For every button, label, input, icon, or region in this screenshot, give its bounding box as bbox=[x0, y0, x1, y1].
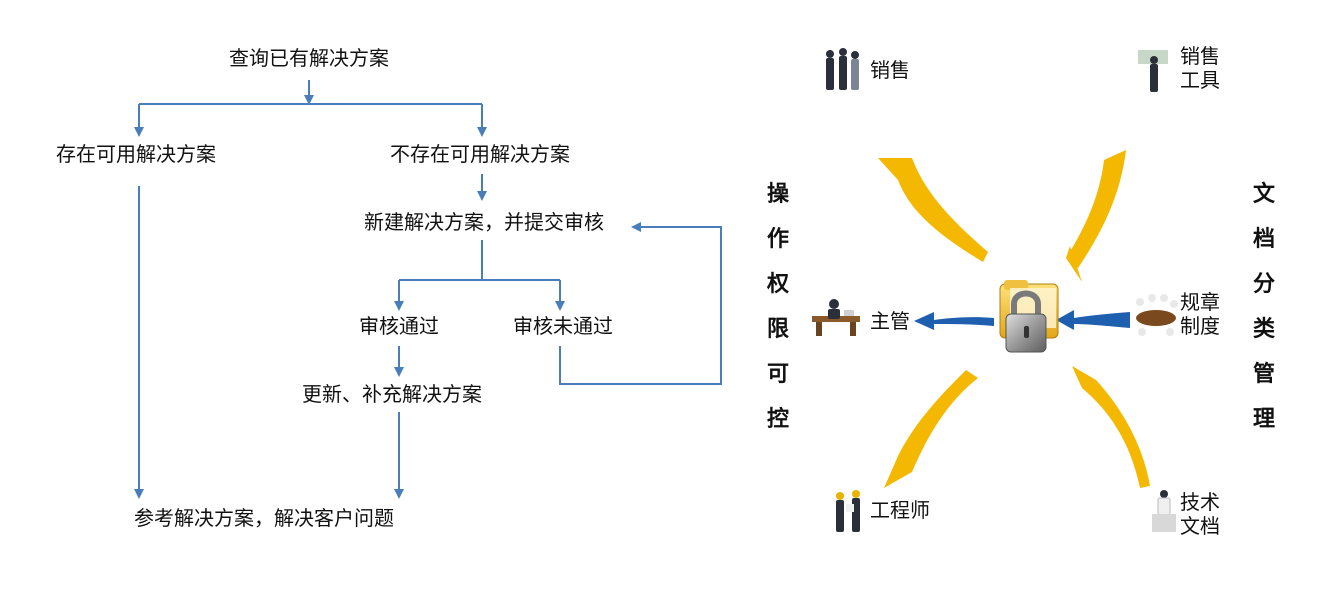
vertical-char: 作 bbox=[766, 227, 789, 252]
yellow-arrow-top-right-head bbox=[1066, 246, 1082, 282]
node-exists: 存在可用解决方案 bbox=[56, 142, 216, 166]
tech-docs-icon bbox=[1152, 490, 1176, 532]
sales-tools-icon bbox=[1138, 50, 1168, 92]
blue-arrow-from-rules bbox=[1056, 310, 1130, 330]
rules-meeting-icon bbox=[1136, 294, 1178, 336]
vertical-label-permission-control: 操 作 权 限 可 控 bbox=[763, 172, 793, 442]
node-reference: 参考解决方案，解决客户问题 bbox=[134, 506, 394, 530]
label-line: 文档 bbox=[1180, 514, 1220, 538]
node-create-submit: 新建解决方案，并提交审核 bbox=[364, 210, 604, 234]
vertical-char: 理 bbox=[1252, 407, 1275, 432]
supervisor-desk-icon bbox=[812, 299, 860, 336]
label-line: 工具 bbox=[1180, 68, 1220, 92]
yellow-arrow-bottom-left bbox=[884, 370, 978, 488]
yellow-arrow-top-left bbox=[878, 158, 988, 262]
blue-arrow-to-supervisor bbox=[914, 312, 994, 330]
vertical-char: 文 bbox=[1252, 182, 1275, 207]
vertical-char: 档 bbox=[1252, 227, 1275, 252]
vertical-char: 操 bbox=[766, 182, 789, 207]
node-update: 更新、补充解决方案 bbox=[302, 382, 482, 406]
vertical-label-doc-classification: 文 档 分 类 管 理 bbox=[1249, 172, 1279, 442]
label-rules: 规章 制度 bbox=[1180, 290, 1230, 338]
node-approved: 审核通过 bbox=[359, 314, 439, 338]
node-not-exists: 不存在可用解决方案 bbox=[390, 142, 570, 166]
sales-people-icon bbox=[826, 48, 859, 90]
vertical-char: 权 bbox=[766, 272, 789, 297]
label-sales: 销售 bbox=[870, 58, 910, 82]
yellow-arrow-top-right bbox=[1066, 150, 1126, 268]
vertical-char: 可 bbox=[766, 362, 789, 387]
vertical-char: 控 bbox=[766, 407, 789, 432]
yellow-arrow-bottom-right bbox=[1072, 366, 1150, 488]
locked-folder-icon bbox=[999, 280, 1059, 353]
label-line: 技术 bbox=[1180, 490, 1220, 514]
arrow-rejected-loop bbox=[559, 222, 722, 385]
vertical-char: 管 bbox=[1252, 362, 1275, 387]
node-query: 查询已有解决方案 bbox=[229, 46, 389, 70]
node-rejected: 审核未通过 bbox=[513, 314, 613, 338]
vertical-char: 类 bbox=[1252, 317, 1275, 342]
label-line: 规章 bbox=[1180, 290, 1220, 314]
label-line: 制度 bbox=[1180, 314, 1220, 338]
vertical-char: 分 bbox=[1252, 272, 1275, 297]
label-tech-docs: 技术 文档 bbox=[1180, 490, 1230, 538]
label-engineer: 工程师 bbox=[870, 498, 930, 522]
label-supervisor: 主管 bbox=[870, 309, 910, 333]
vertical-char: 限 bbox=[766, 317, 789, 342]
label-line: 销售 bbox=[1180, 44, 1220, 68]
label-sales-tools: 销售 工具 bbox=[1180, 44, 1230, 92]
engineers-icon bbox=[836, 490, 860, 532]
